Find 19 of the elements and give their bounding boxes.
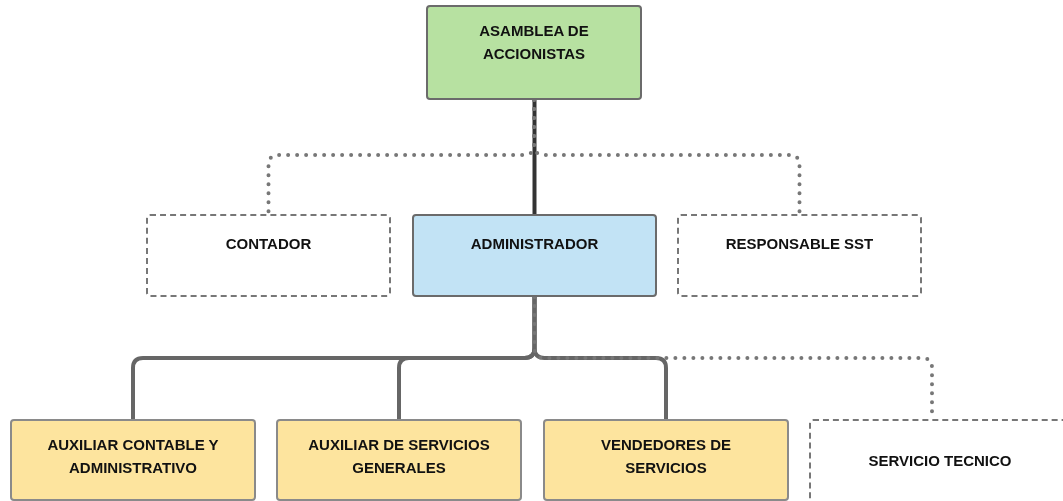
org-box — [809, 419, 1063, 501]
org-box — [426, 5, 642, 100]
box-label: ASAMBLEA DE ACCIONISTAS — [478, 21, 590, 65]
org-box — [412, 214, 657, 297]
box-label: AUXILIAR CONTABLE Y ADMINISTRATIVO — [46, 435, 220, 479]
box-label: VENDEDORES DE SERVICIOS — [600, 435, 732, 479]
box-label: ADMINISTRADOR — [470, 234, 599, 254]
box-label: CONTADOR — [225, 234, 312, 254]
org-box — [276, 419, 522, 501]
org-box — [543, 419, 789, 501]
box-label: RESPONSABLE SST — [725, 234, 874, 254]
connector-line — [532, 100, 537, 214]
org-box — [146, 214, 391, 297]
connector-line — [532, 297, 668, 419]
box-label: AUXILIAR DE SERVICIOS GENERALES — [307, 435, 491, 479]
org-box — [677, 214, 922, 297]
org-box — [10, 419, 256, 501]
dotted-connector — [532, 98, 802, 216]
box-label: SERVICIO TECNICO — [868, 451, 1012, 471]
